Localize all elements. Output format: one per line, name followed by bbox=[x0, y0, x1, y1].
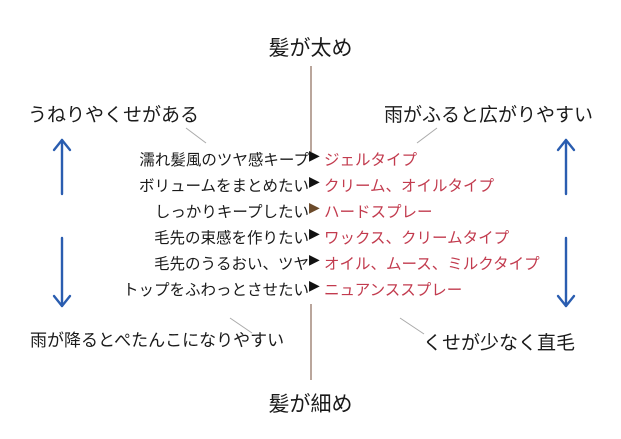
need-label: トップをふわっとさせたい bbox=[122, 281, 309, 299]
product-label: ハードスプレー bbox=[324, 203, 433, 221]
top-axis-label: 髪が太め bbox=[268, 36, 353, 60]
triangle-arrow-icon: ▶ bbox=[309, 278, 320, 294]
connector-bottom-right bbox=[399, 317, 425, 335]
product-label: ニュアンススプレー bbox=[324, 281, 463, 299]
arrow-up-icon bbox=[556, 138, 576, 196]
connector-bottom-left bbox=[229, 317, 253, 334]
triangle-arrow-icon: ▶ bbox=[309, 200, 320, 216]
corner-label-top-left: うねりやくせがある bbox=[28, 104, 200, 126]
need-label: 濡れ髪風のツヤ感キープ bbox=[139, 151, 309, 169]
row-3: しっかりキープしたい ▶ ハードスプレー bbox=[0, 200, 621, 226]
triangle-arrow-icon: ▶ bbox=[309, 148, 320, 164]
triangle-arrow-icon: ▶ bbox=[309, 174, 320, 190]
need-label: 毛先の束感を作りたい bbox=[153, 229, 309, 247]
bottom-axis-label: 髪が細め bbox=[268, 392, 353, 416]
arrow-down-icon bbox=[52, 236, 72, 308]
arrow-up-icon bbox=[52, 138, 72, 196]
need-label: しっかりキープしたい bbox=[154, 203, 309, 221]
need-label: ボリュームをまとめたい bbox=[138, 177, 309, 195]
corner-label-bottom-left: 雨が降るとぺたんこになりやすい bbox=[30, 331, 285, 351]
product-label: オイル、ムース、ミルクタイプ bbox=[324, 255, 540, 273]
row-2: ボリュームをまとめたい ▶ クリーム、オイルタイプ bbox=[0, 174, 621, 200]
row-5: 毛先のうるおい、ツヤ ▶ オイル、ムース、ミルクタイプ bbox=[0, 252, 621, 278]
connector-top-right bbox=[416, 127, 438, 144]
triangle-arrow-icon: ▶ bbox=[309, 252, 320, 268]
arrow-down-icon bbox=[556, 236, 576, 308]
product-label: クリーム、オイルタイプ bbox=[324, 177, 495, 195]
row-6: トップをふわっとさせたい ▶ ニュアンススプレー bbox=[0, 278, 621, 304]
corner-label-bottom-right: くせが少なく直毛 bbox=[423, 332, 576, 354]
need-label: 毛先のうるおい、ツヤ bbox=[153, 255, 309, 273]
connector-top-left bbox=[185, 127, 207, 144]
product-label: ワックス、クリームタイプ bbox=[324, 229, 510, 247]
row-1: 濡れ髪風のツヤ感キープ ▶ ジェルタイプ bbox=[0, 148, 621, 174]
corner-label-top-right: 雨がふると広がりやすい bbox=[384, 104, 594, 126]
row-4: 毛先の束感を作りたい ▶ ワックス、クリームタイプ bbox=[0, 226, 621, 252]
triangle-arrow-icon: ▶ bbox=[309, 226, 320, 242]
product-label: ジェルタイプ bbox=[324, 151, 418, 169]
